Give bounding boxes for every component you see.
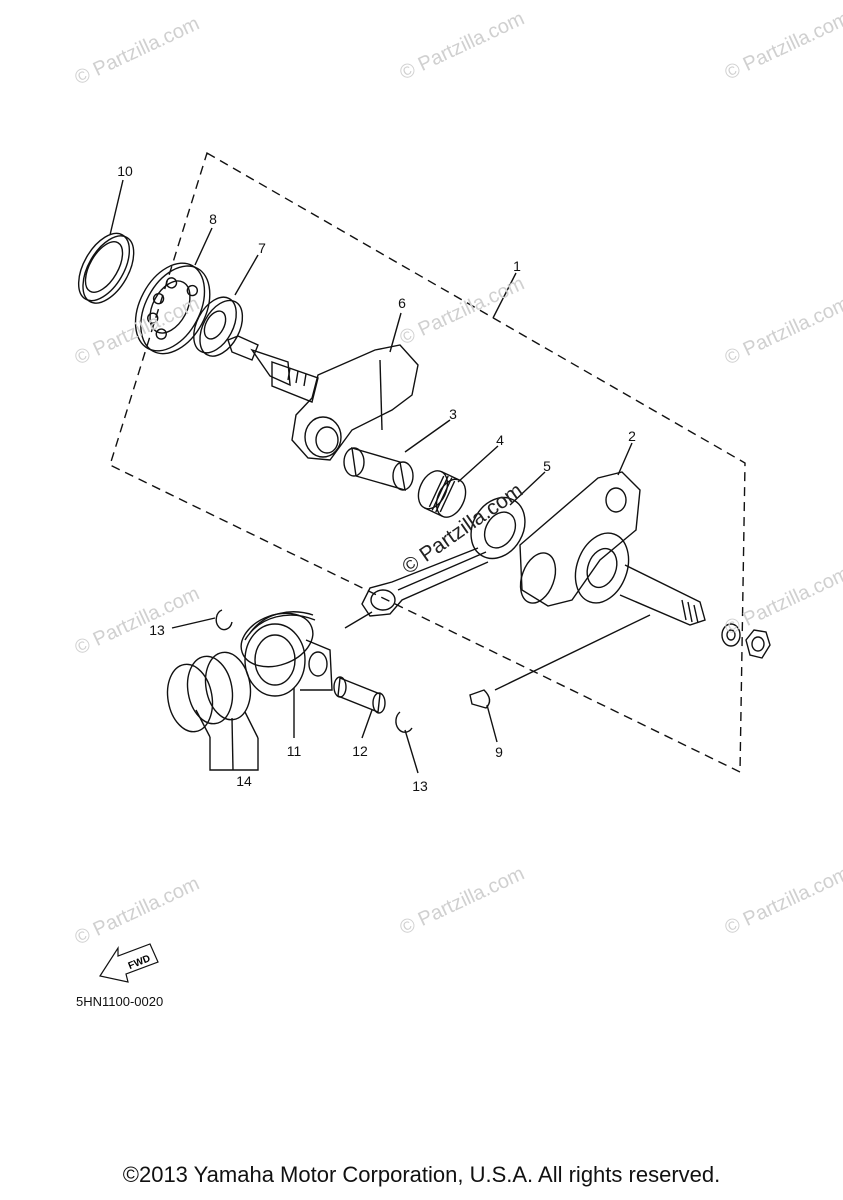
nut [745, 629, 771, 659]
circlip-left [215, 609, 233, 631]
washer [721, 623, 741, 647]
oil-seal [77, 232, 135, 304]
callout-4: 4 [496, 432, 504, 448]
crank-right [519, 471, 706, 626]
crank-left [227, 335, 419, 461]
part-code: 5HN1100-0020 [76, 994, 164, 1009]
woodruff-key [469, 689, 491, 709]
piston-rings [166, 651, 252, 733]
callout-13: 13 [412, 778, 428, 794]
copyright-notice: ©2013 Yamaha Motor Corporation, U.S.A. A… [122, 1162, 721, 1187]
piston-pin [333, 676, 386, 714]
fwd-arrow-icon [99, 943, 159, 983]
callout-8: 8 [209, 211, 217, 227]
bearing [134, 262, 211, 355]
callout-2: 2 [628, 428, 636, 444]
piston [240, 611, 333, 697]
connecting-rod [361, 496, 526, 617]
assembly-outline [109, 151, 746, 774]
needle-bearing [417, 470, 467, 518]
callout-14: 14 [236, 773, 252, 789]
callout-11: 11 [286, 743, 302, 759]
circlip-right [395, 711, 413, 733]
crank-pin [343, 447, 414, 491]
callout-6: 6 [398, 295, 406, 311]
callout-1: 1 [513, 258, 521, 274]
callout-10: 10 [117, 163, 133, 179]
callout-5: 5 [543, 458, 551, 474]
callout-3: 3 [449, 406, 457, 422]
callout-9: 9 [495, 744, 503, 760]
callout-13: 13 [149, 622, 165, 638]
callout-12: 12 [352, 743, 368, 759]
callout-7: 7 [258, 240, 266, 256]
